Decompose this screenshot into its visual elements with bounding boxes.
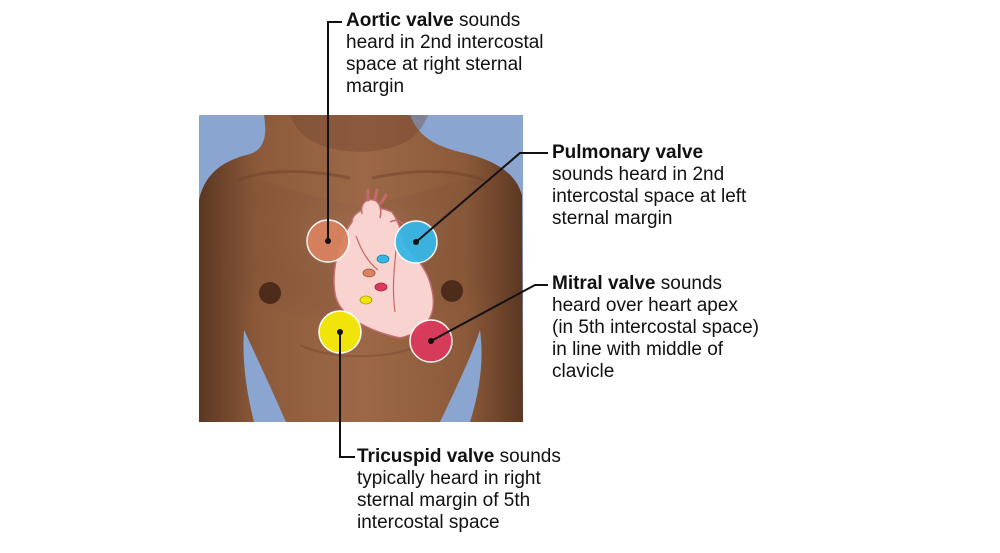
pulmonary-valve-line-1: sounds heard in 2nd xyxy=(552,164,725,185)
mitral-leader-line xyxy=(430,284,548,342)
tricuspid-valve-line-2: sternal margin of 5th xyxy=(357,490,531,511)
mitral-valve-line-2: (in 5th intercostal space) xyxy=(552,317,759,338)
tricuspid-valve-shape xyxy=(359,295,373,305)
tricuspid-valve-line-1: typically heard in right xyxy=(357,468,541,489)
mitral-valve-label: Mitral valve sounds heard over heart ape… xyxy=(552,273,759,383)
tricuspid-valve-line-3: intercostal space xyxy=(357,512,500,533)
aortic-valve-line-3: margin xyxy=(346,76,405,97)
tricuspid-valve-term: Tricuspid valve xyxy=(357,446,495,467)
aortic-valve-term: Aortic valve xyxy=(346,10,454,31)
aortic-valve-label: Aortic valve sounds heard in 2nd interco… xyxy=(346,10,544,98)
mitral-valve-line-1: heard over heart apex xyxy=(552,295,738,316)
pulmonary-valve-label: Pulmonary valve sounds heard in 2nd inte… xyxy=(552,142,746,230)
pulmonary-valve-term: Pulmonary valve xyxy=(552,142,704,163)
tricuspid-valve-label: Tricuspid valve sounds typically heard i… xyxy=(357,446,561,534)
aortic-valve-shape xyxy=(362,268,376,278)
mitral-valve-shape xyxy=(374,282,388,292)
pulmonary-valve-line-3: sternal margin xyxy=(552,208,673,229)
pulmonary-leader-line xyxy=(415,152,548,243)
mitral-valve-term-rest: sounds xyxy=(655,273,723,294)
aortic-valve-line-1: heard in 2nd intercostal xyxy=(346,32,544,53)
tricuspid-leader-line xyxy=(339,332,355,458)
tricuspid-valve-term-rest: sounds xyxy=(494,446,561,467)
mitral-valve-line-4: clavicle xyxy=(552,361,615,382)
aortic-valve-line-2: space at right sternal xyxy=(346,54,523,75)
aortic-leader-line xyxy=(327,21,342,241)
aortic-valve-term-rest: sounds xyxy=(453,10,521,31)
mitral-valve-term: Mitral valve xyxy=(552,273,656,294)
mitral-valve-line-3: in line with middle of xyxy=(552,339,724,360)
pulmonary-valve-line-2: intercostal space at left xyxy=(552,186,747,207)
pulmonary-valve-shape xyxy=(376,254,390,264)
right-nipple xyxy=(441,280,463,302)
heart-illustration xyxy=(333,188,435,339)
left-nipple xyxy=(259,282,281,304)
